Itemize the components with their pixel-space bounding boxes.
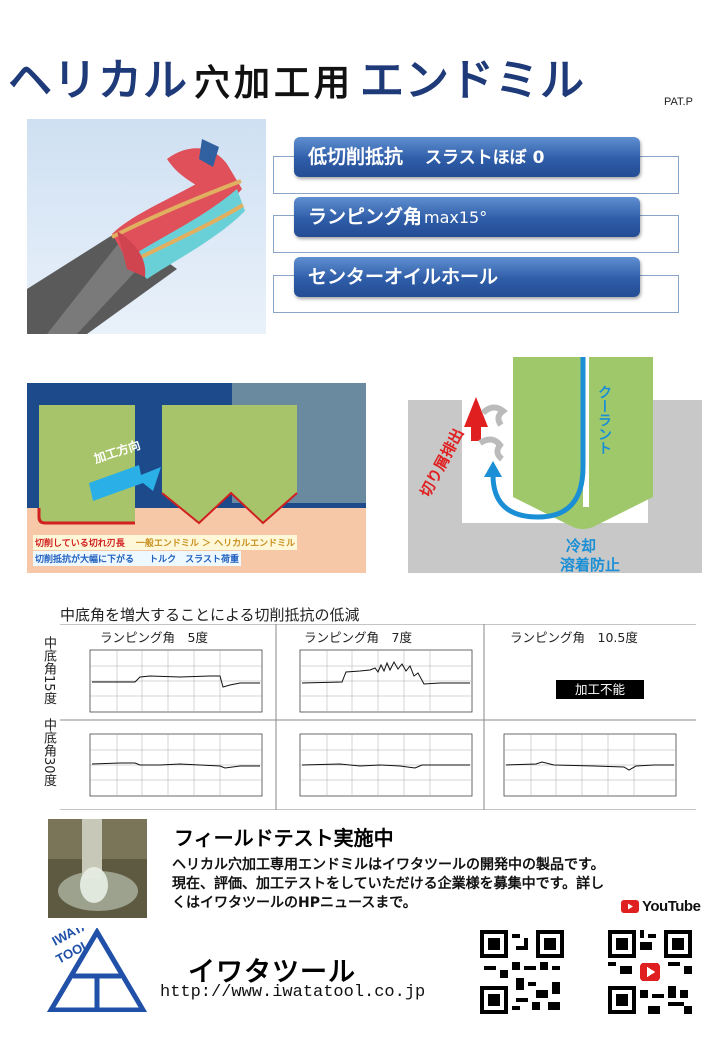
feature-label: センターオイルホール — [308, 266, 499, 288]
not-possible-badge: 加工不能 — [556, 680, 644, 699]
graph-grid-frame — [60, 623, 696, 811]
cutting-legend-line2: 切削抵抗が大幅に下がる トルク スラスト荷重 — [33, 551, 241, 566]
cooling-label: 冷却 — [566, 537, 597, 555]
graph-col-label-10-5deg: ランピング角 10.5度 — [510, 630, 638, 645]
coolant-diagram: 切り屑排出 クーラント 冷却 溶着防止 — [408, 357, 702, 573]
youtube-label: YouTube — [642, 898, 701, 915]
thrust-plot-15deg-5deg — [80, 646, 288, 738]
cutting-comparison-diagram: 加工方向 切削している切れ刃長 一般エンドミル ＞ ヘリカルエンドミル 切削抵抗… — [27, 383, 366, 573]
feature-sub: max15° — [424, 208, 488, 227]
graph-section-title: 中底角を増大することによる切削抵抗の低減 — [60, 606, 360, 624]
youtube-play-icon — [621, 900, 639, 913]
field-test-body: ヘリカル穴加工専用エンドミルはイワタツールの開発中の製品です。現在、評価、加工テ… — [172, 857, 605, 911]
company-url-link[interactable]: http://www.iwatatool.co.jp — [160, 983, 426, 1002]
feature-label: ランピング角 — [308, 206, 423, 228]
endmill-render-image — [27, 119, 266, 334]
thrust-plot-15deg-7deg — [290, 646, 498, 738]
cutting-legend-line1: 切削している切れ刃長 一般エンドミル ＞ ヘリカルエンドミル — [33, 535, 298, 550]
graph-row-label-15deg: 中底角15度 — [41, 636, 56, 705]
website-qr-code[interactable] — [480, 930, 564, 1014]
field-test-photo — [48, 819, 147, 918]
thrust-plot-30deg-7deg — [290, 730, 498, 822]
feature-center-oil-hole: センターオイルホール — [294, 257, 640, 297]
youtube-badge[interactable]: YouTube — [621, 898, 701, 915]
patent-pending-label: PAT.P — [664, 96, 693, 108]
title-part-hole: 穴加工用 — [194, 63, 355, 104]
anti-welding-label: 溶着防止 — [560, 556, 621, 573]
graph-row-label-30deg: 中底角30度 — [41, 718, 56, 787]
graph-col-label-5deg: ランピング角 5度 — [100, 630, 208, 645]
company-name: イワタツール — [188, 957, 356, 988]
graph-col-label-7deg: ランピング角 7度 — [304, 630, 412, 645]
feature-label: 低切削抵抗 — [308, 146, 404, 168]
title-part-helical: ヘリカル — [8, 55, 188, 106]
youtube-qr-code[interactable] — [608, 930, 692, 1014]
coolant-label: クーラント — [596, 385, 612, 455]
title-part-endmill: エンドミル — [360, 55, 586, 106]
feature-sub: スラストほぼ 0 — [425, 148, 545, 168]
thrust-plot-30deg-5deg — [80, 730, 288, 822]
iwata-tool-logo: IWATA TOOL — [46, 916, 148, 1013]
field-test-title: フィールドテスト実施中 — [174, 826, 394, 850]
page-title: ヘリカル 穴加工用 エンドミル — [8, 44, 585, 106]
feature-low-cutting-resistance: 低切削抵抗 スラストほぼ 0 — [294, 137, 640, 177]
thrust-plot-30deg-10-5deg — [494, 730, 702, 822]
